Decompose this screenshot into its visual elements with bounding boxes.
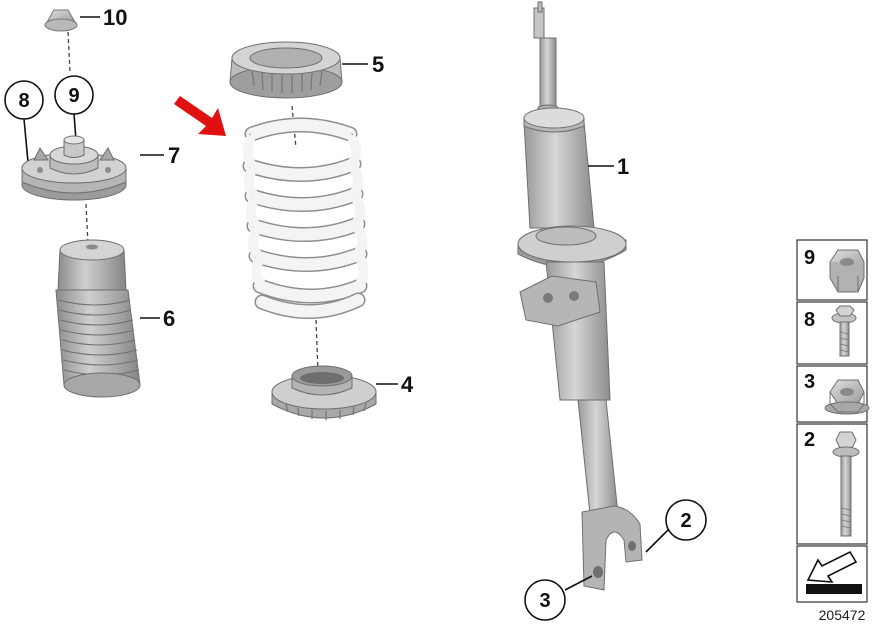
callout-circle-8: 8: [4, 80, 44, 120]
short-bolt-icon: [831, 305, 857, 357]
coil-spring: [242, 117, 369, 320]
part-7-top-mount: [21, 135, 127, 201]
leader-line-3: [564, 575, 593, 591]
callout-2: 2: [680, 510, 691, 532]
callout-circle-9: 9: [54, 75, 94, 115]
assembly-line-7: [85, 203, 89, 245]
long-bolt-icon: [832, 431, 860, 537]
callout-1: 1: [617, 154, 629, 179]
installation-arrow-icon: [174, 96, 226, 136]
legend-box-9: 9: [796, 239, 868, 301]
legend-box-3: 3: [796, 365, 870, 423]
hex-nut-icon: [829, 249, 865, 293]
assembly-line-10: [67, 31, 71, 73]
callout-8: 8: [18, 90, 29, 112]
part-4-lower-spring-seat: [271, 365, 377, 420]
callout-10: 10: [103, 5, 127, 30]
part-5-upper-spring-seat: [229, 41, 343, 99]
legend-label-9: 9: [804, 247, 815, 269]
hex-nut-icon: [824, 379, 870, 415]
callout-4: 4: [401, 372, 414, 397]
callout-5: 5: [372, 52, 384, 77]
diagram-number: 205472: [819, 607, 866, 623]
leader-line-8: [23, 118, 29, 163]
legend-label-3: 3: [804, 371, 815, 393]
leader-line-2: [645, 529, 669, 553]
part-1-shock-absorber: [517, 1, 643, 591]
legend-box-2: 2: [796, 423, 868, 545]
callout-3: 3: [539, 590, 550, 612]
callout-circle-3: 3: [524, 579, 566, 621]
hardware-legend: 9 8 3: [796, 239, 870, 603]
legend-box-arrow: [796, 545, 868, 603]
part-6-dust-boot: [55, 239, 141, 398]
part-10-cap-nut: [44, 9, 78, 32]
legend-label-2: 2: [804, 429, 815, 451]
legend-box-8: 8: [796, 301, 868, 365]
assembly-line-spring: [315, 319, 319, 373]
legend-label-8: 8: [804, 309, 815, 331]
callout-circle-2: 2: [665, 499, 707, 541]
installation-direction-arrow-icon: [806, 550, 862, 594]
callout-9: 9: [68, 85, 79, 107]
callout-6: 6: [163, 306, 175, 331]
callout-7: 7: [168, 143, 180, 168]
